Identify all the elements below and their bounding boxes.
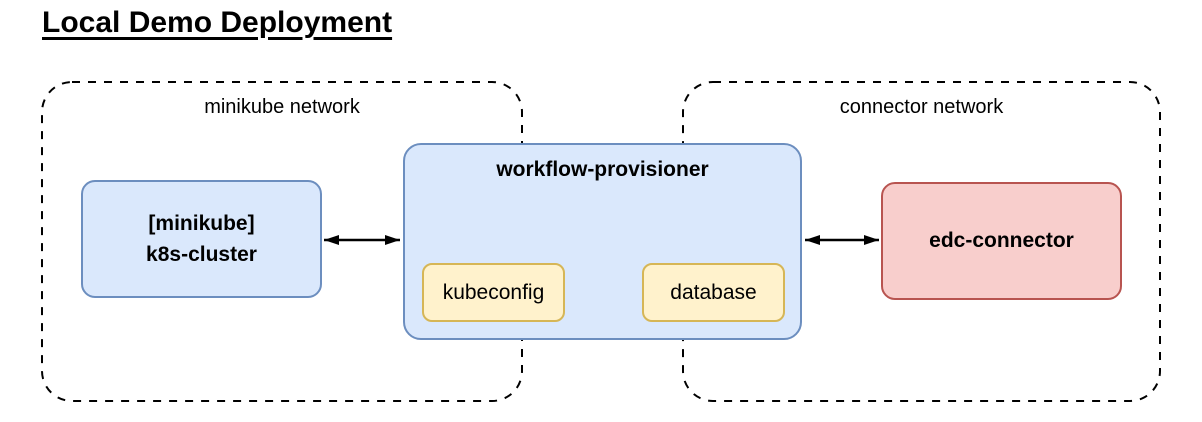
node-k8s-cluster: [minikube] k8s-cluster: [81, 180, 322, 298]
k8s-cluster-label-line1: [minikube]: [148, 211, 255, 235]
edc-connector-label: edc-connector: [929, 229, 1074, 252]
node-edc-connector: edc-connector: [881, 182, 1122, 300]
k8s-cluster-label-line2: k8s-cluster: [146, 243, 257, 266]
database-label: database: [670, 280, 757, 304]
page-title: Local Demo Deployment: [42, 6, 393, 39]
kubeconfig-label: kubeconfig: [442, 280, 545, 304]
node-workflow-provisioner: workflow-provisioner kubeconfig database: [403, 143, 802, 340]
node-database: database: [642, 263, 785, 322]
node-kubeconfig: kubeconfig: [422, 263, 565, 322]
workflow-provisioner-label: workflow-provisioner: [496, 158, 709, 181]
